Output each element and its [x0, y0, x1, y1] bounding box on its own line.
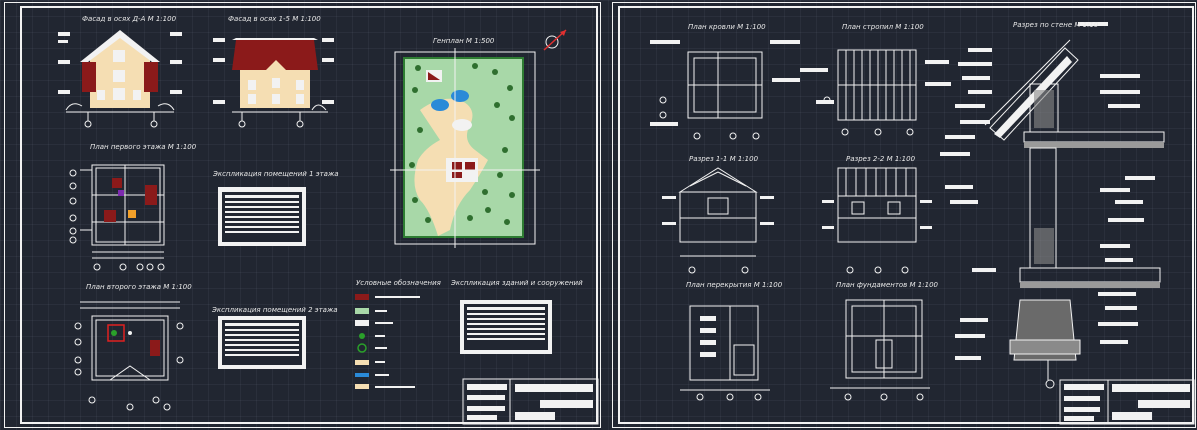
floor-plan-drawing: [680, 305, 770, 401]
section-2-2-label: Разрез 2-2 М 1:100: [846, 155, 916, 163]
plan-floor-2-drawing: [74, 301, 184, 411]
facade-d-a-label: Фасад в осях Д-А М 1:100: [82, 15, 177, 23]
plan-floor-1-drawing: [69, 164, 165, 271]
legend: [355, 294, 420, 389]
sheet-1-outer: [4, 2, 601, 428]
facade-1-5-label: Фасад в осях 1-5 М 1:100: [228, 15, 321, 23]
explication-1-label: Экспликация помещений 1 этажа: [213, 170, 339, 178]
sheet-2-outer: [612, 2, 1196, 428]
explication-buildings-label: Экспликация зданий и сооружений: [451, 279, 583, 287]
roof-plan-label: План кровли М 1:100: [688, 23, 766, 31]
genplan-label: Генплан М 1:500: [433, 37, 495, 45]
explication-1-table: [218, 187, 306, 246]
roof-plan-drawing: [650, 40, 800, 140]
facade-1-5-drawing: [213, 38, 334, 128]
title-block-1: [462, 378, 599, 425]
section-2-2-drawing: [822, 167, 932, 274]
plan-floor-2-label: План второго этажа М 1:100: [86, 283, 192, 291]
floor-plan-label: План перекрытия М 1:100: [686, 281, 783, 289]
facade-d-a-drawing: [58, 30, 182, 128]
north-arrow-icon: [543, 29, 567, 51]
explication-2-label: Экспликация помещений 2 этажа: [212, 306, 338, 314]
section-1-1-drawing: [662, 167, 774, 274]
explication-buildings-table: [460, 300, 552, 354]
title-block-2: [1059, 379, 1195, 425]
wall-section-label: Разрез по стене М 1:10: [1013, 21, 1099, 29]
foundation-plan-drawing: [830, 299, 930, 401]
genplan-drawing: [390, 48, 540, 248]
sheet-2-frame: [618, 6, 1194, 424]
rafters-plan-drawing: [800, 49, 951, 136]
plan-floor-1-label: План первого этажа М 1:100: [90, 143, 197, 151]
section-1-1-label: Разрез 1-1 М 1:100: [689, 155, 759, 163]
explication-2-table: [218, 316, 306, 369]
sheet-1-frame: [20, 6, 598, 424]
foundation-plan-label: План фундаментов М 1:100: [836, 281, 938, 289]
wall-section-drawing: [940, 22, 1165, 389]
legend-title: Условные обозначения: [356, 279, 441, 287]
rafters-plan-label: План стропил М 1:100: [842, 23, 924, 31]
